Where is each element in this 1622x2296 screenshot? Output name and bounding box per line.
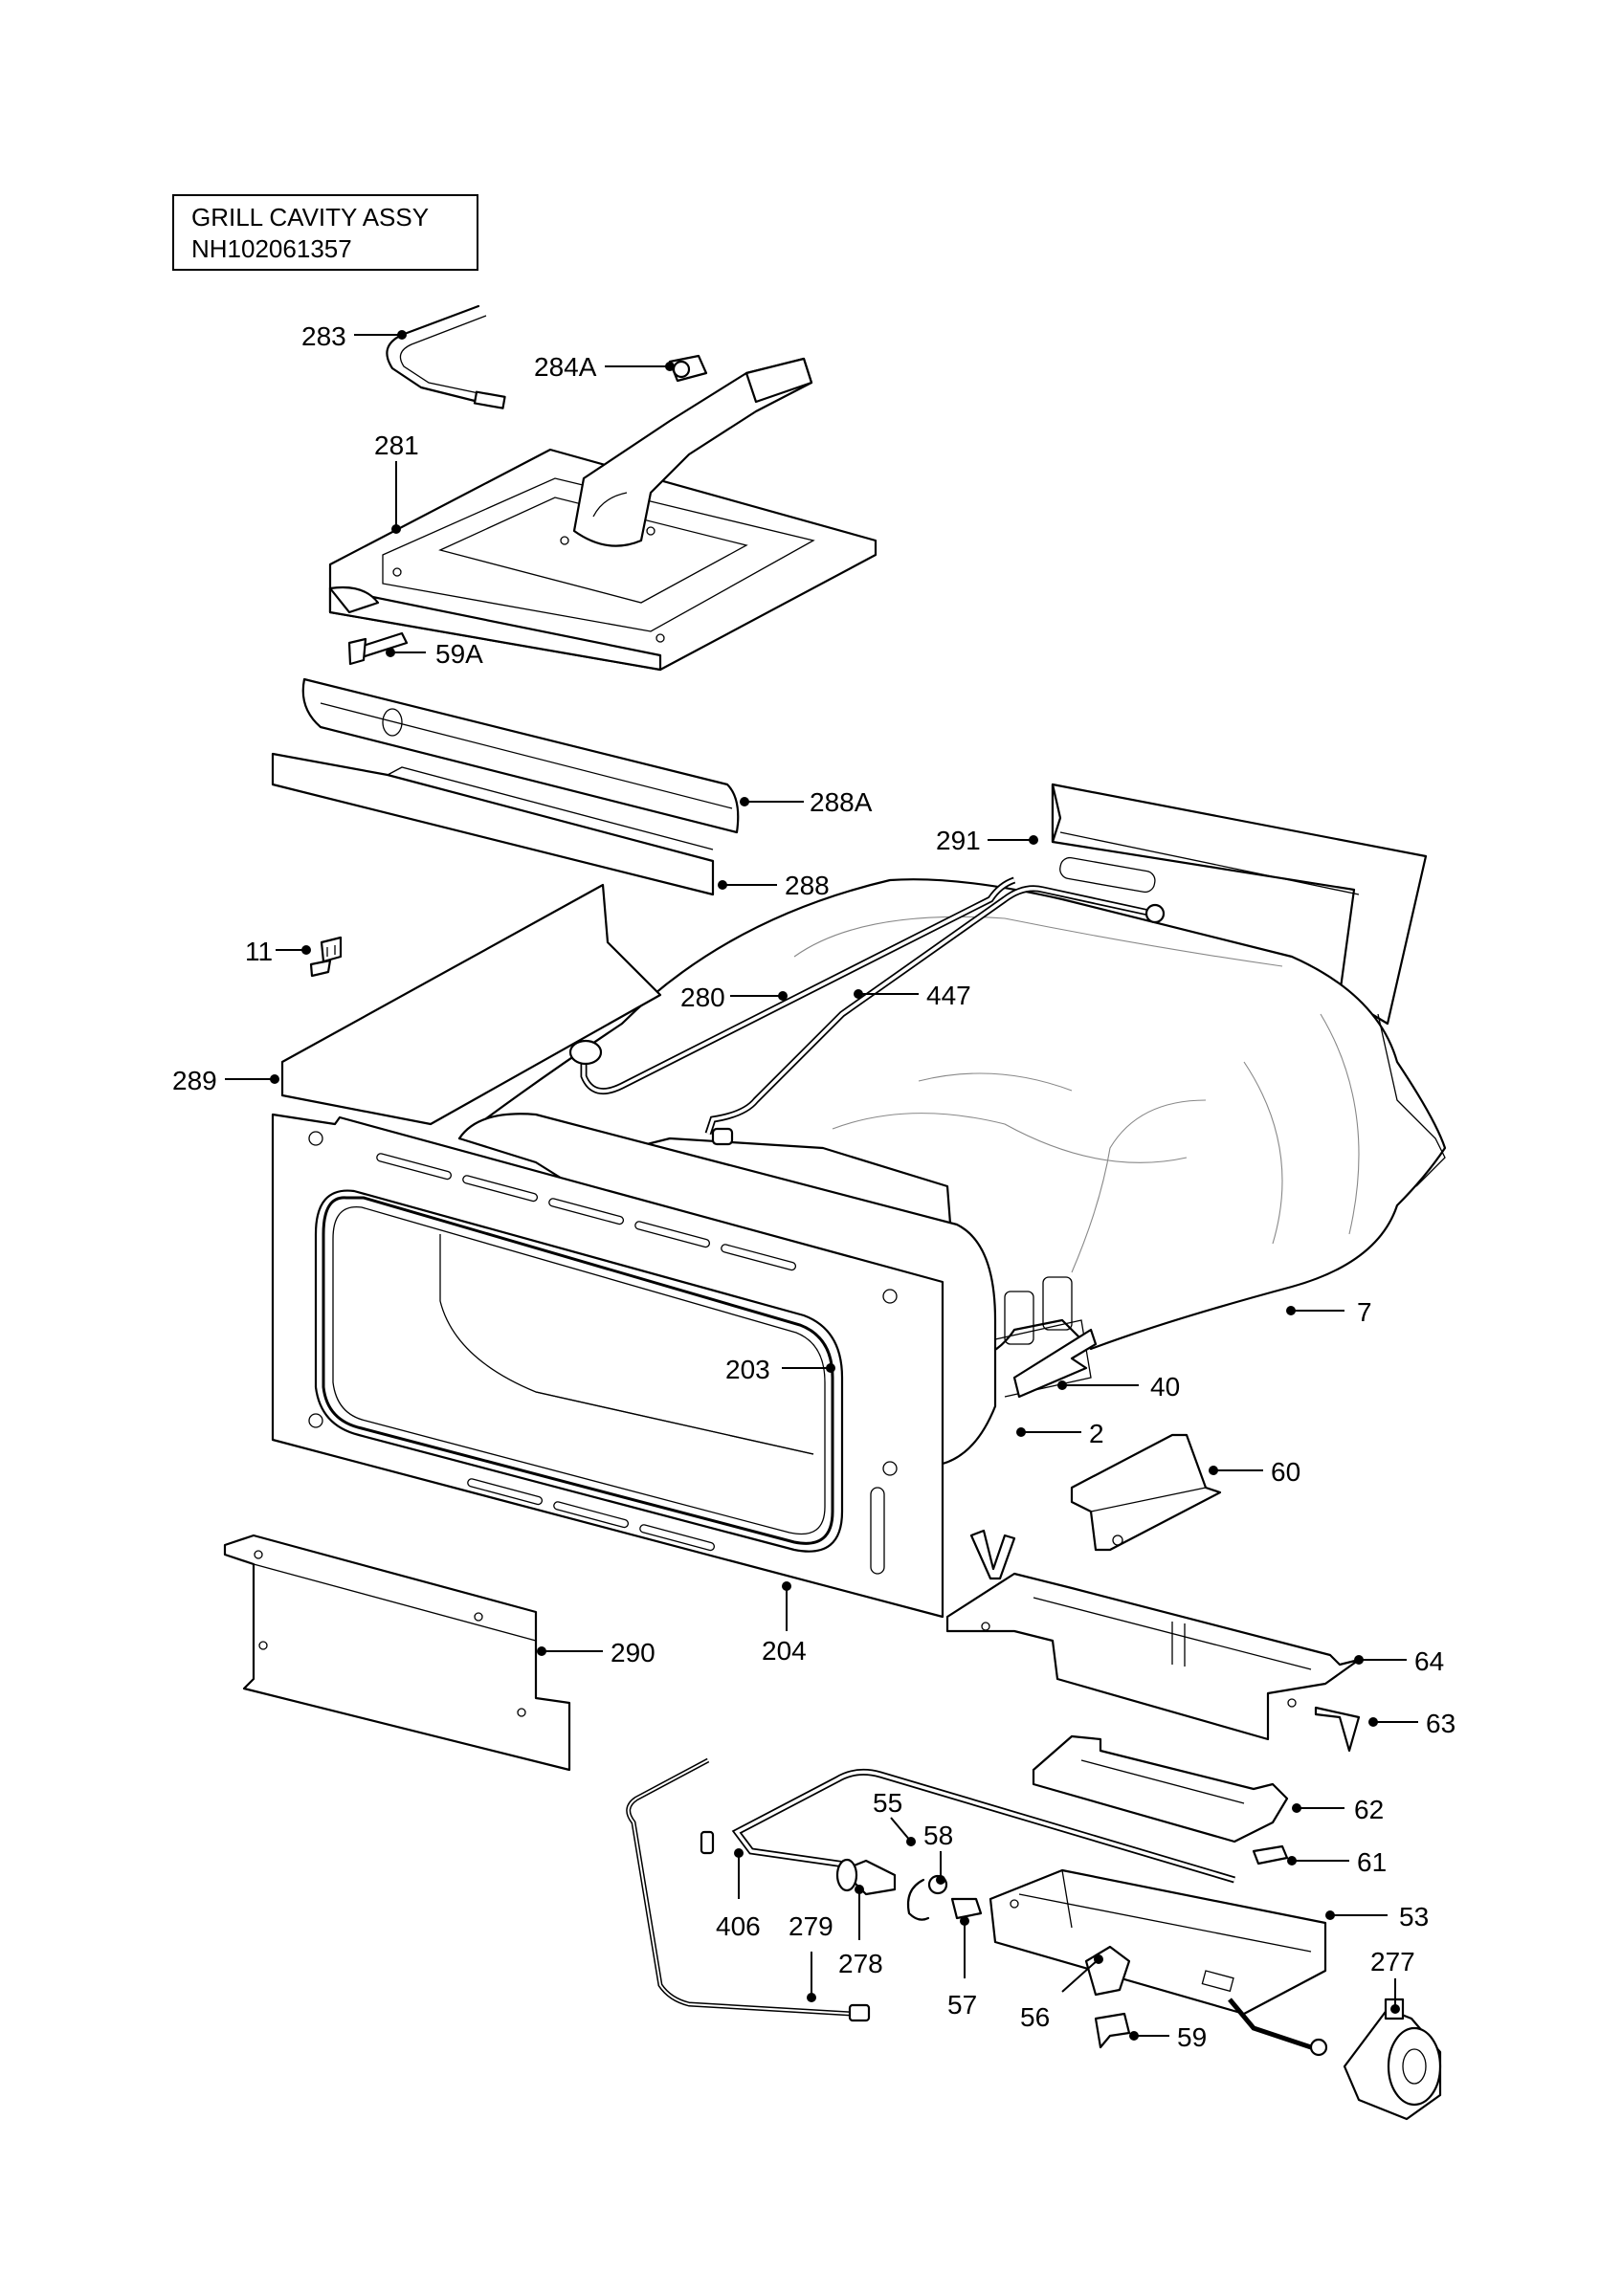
callout-289[interactable]: 289 [172, 1066, 217, 1095]
part-61-spring[interactable] [1252, 1844, 1289, 1866]
callout-284A[interactable]: 284A [534, 352, 597, 382]
callout-447[interactable]: 447 [926, 981, 971, 1010]
callout-2[interactable]: 2 [1089, 1419, 1104, 1448]
part-59A-clip[interactable] [347, 631, 409, 666]
part-447-pipe[interactable] [704, 885, 1166, 1146]
part-64-base-plate[interactable] [945, 1529, 1361, 1741]
part-281-top-plate[interactable] [328, 357, 878, 672]
part-59-clip[interactable] [1094, 2012, 1131, 2049]
callout-278[interactable]: 278 [838, 1949, 883, 1978]
callout-281[interactable]: 281 [374, 430, 419, 460]
callout-64[interactable]: 64 [1414, 1646, 1444, 1676]
callout-53[interactable]: 53 [1399, 1902, 1429, 1932]
callout-59[interactable]: 59 [1177, 2022, 1207, 2052]
part-280-pipe[interactable] [568, 876, 1016, 1095]
part-11-clip[interactable] [309, 936, 343, 978]
callout-7[interactable]: 7 [1357, 1297, 1372, 1327]
callout-290[interactable]: 290 [611, 1638, 655, 1667]
callout-56[interactable]: 56 [1020, 2002, 1050, 2032]
assembly-title-box: GRILL CAVITY ASSY NH102061357 [172, 194, 478, 271]
part-63-clip[interactable] [1314, 1706, 1361, 1753]
callout-58[interactable]: 58 [923, 1821, 953, 1850]
part-55-ring[interactable] [906, 1878, 930, 1921]
part-204-front-frame[interactable] [271, 1113, 944, 1619]
part-57-connector[interactable] [950, 1897, 983, 1920]
part-288-lower-trim[interactable] [271, 752, 715, 896]
callout-288[interactable]: 288 [785, 871, 830, 900]
callout-288A[interactable]: 288A [810, 787, 873, 817]
callout-279[interactable]: 279 [789, 1911, 833, 1941]
callout-40[interactable]: 40 [1150, 1372, 1180, 1402]
assembly-part-number: NH102061357 [191, 234, 352, 263]
part-53-burner-tray[interactable] [989, 1868, 1327, 2016]
part-7-insulation-blanket[interactable] [457, 878, 1447, 1360]
part-406-gas-pipe[interactable] [731, 1768, 1235, 1884]
part-284A-screw[interactable] [668, 354, 708, 383]
part-279-thermocouple[interactable] [626, 1757, 871, 2022]
part-288A-upper-trim[interactable] [301, 677, 740, 834]
callout-62[interactable]: 62 [1354, 1795, 1384, 1824]
callout-203[interactable]: 203 [725, 1355, 770, 1384]
part-203-seal[interactable] [322, 1196, 834, 1545]
part-62-bracket-plate[interactable] [1032, 1734, 1289, 1843]
part-277-fan-motor[interactable] [1228, 1998, 1442, 2121]
callout-59A[interactable]: 59A [435, 639, 483, 669]
callout-61[interactable]: 61 [1357, 1847, 1387, 1877]
part-278-injector[interactable] [835, 1858, 897, 1896]
callout-204[interactable]: 204 [762, 1636, 807, 1666]
callout-291[interactable]: 291 [936, 826, 981, 855]
callout-labels: 283 284A 281 59A 288A 288 291 11 280 447… [172, 321, 1455, 2052]
part-290-lower-panel[interactable] [223, 1534, 571, 1772]
callout-63[interactable]: 63 [1426, 1709, 1455, 1738]
callout-283[interactable]: 283 [301, 321, 346, 351]
callout-11[interactable]: 11 [245, 937, 273, 966]
part-60-bracket[interactable] [1070, 1433, 1222, 1552]
callout-55[interactable]: 55 [873, 1788, 902, 1818]
part-40-bracket[interactable] [1012, 1328, 1098, 1399]
leader-lines [225, 330, 1418, 2041]
assembly-title: GRILL CAVITY ASSY [191, 203, 430, 232]
callout-60[interactable]: 60 [1271, 1457, 1300, 1487]
callout-406[interactable]: 406 [716, 1911, 761, 1941]
part-283-wire[interactable] [386, 304, 506, 409]
callout-57[interactable]: 57 [947, 1990, 977, 2020]
part-289-side-panel[interactable] [280, 883, 662, 1126]
callout-280[interactable]: 280 [680, 982, 725, 1012]
callout-277[interactable]: 277 [1370, 1947, 1415, 1976]
